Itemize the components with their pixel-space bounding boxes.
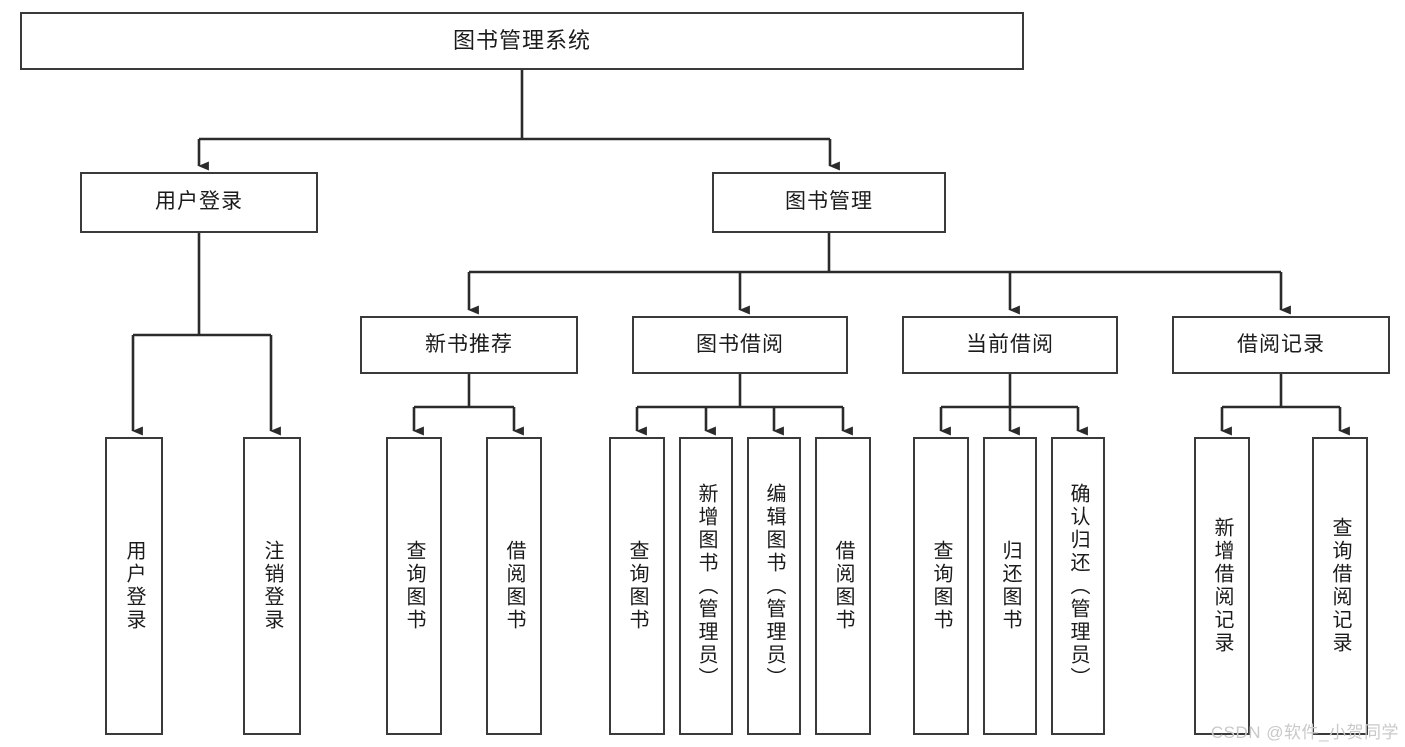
leaf-current-borrow-confirm[interactable]: 确认归还（管理员） xyxy=(1051,437,1105,735)
node-book-borrow[interactable]: 图书借阅 xyxy=(632,316,848,374)
leaf-label: 查询借阅记录 xyxy=(1329,517,1351,655)
node-new-book-recommend[interactable]: 新书推荐 xyxy=(360,316,578,374)
leaf-label: 查询图书 xyxy=(626,540,648,632)
leaf-borrow-record-add[interactable]: 新增借阅记录 xyxy=(1194,437,1250,735)
leaf-label: 新增借阅记录 xyxy=(1211,517,1233,655)
leaf-new-book-query[interactable]: 查询图书 xyxy=(386,437,442,735)
leaf-label: 新增图书（管理员） xyxy=(695,482,717,690)
leaf-label: 查询图书 xyxy=(403,540,425,632)
leaf-label: 归还图书 xyxy=(999,540,1021,632)
leaf-label: 查询图书 xyxy=(930,540,952,632)
leaf-user-login-signin[interactable]: 用户登录 xyxy=(105,437,163,735)
leaf-current-borrow-return[interactable]: 归还图书 xyxy=(983,437,1037,735)
leaf-user-login-signout[interactable]: 注销登录 xyxy=(243,437,301,735)
leaf-current-borrow-query[interactable]: 查询图书 xyxy=(913,437,969,735)
leaf-label: 用户登录 xyxy=(123,540,145,632)
leaf-label: 确认归还（管理员） xyxy=(1067,482,1089,690)
leaf-book-borrow-lend[interactable]: 借阅图书 xyxy=(815,437,871,735)
node-current-borrow[interactable]: 当前借阅 xyxy=(902,316,1118,374)
leaf-borrow-record-query[interactable]: 查询借阅记录 xyxy=(1312,437,1368,735)
csdn-watermark: CSDN @软件_小贺同学 xyxy=(1210,723,1399,742)
leaf-label: 借阅图书 xyxy=(503,540,525,632)
node-book-management[interactable]: 图书管理 xyxy=(712,172,946,233)
leaf-book-borrow-edit[interactable]: 编辑图书（管理员） xyxy=(747,437,801,735)
node-borrow-records[interactable]: 借阅记录 xyxy=(1172,316,1390,374)
leaf-label: 注销登录 xyxy=(261,540,283,632)
leaf-book-borrow-add[interactable]: 新增图书（管理员） xyxy=(679,437,733,735)
leaf-new-book-borrow[interactable]: 借阅图书 xyxy=(486,437,542,735)
node-root-system[interactable]: 图书管理系统 xyxy=(20,12,1024,70)
leaf-label: 借阅图书 xyxy=(832,540,854,632)
node-user-login[interactable]: 用户登录 xyxy=(80,172,318,233)
leaf-book-borrow-query[interactable]: 查询图书 xyxy=(609,437,665,735)
leaf-label: 编辑图书（管理员） xyxy=(763,482,785,690)
